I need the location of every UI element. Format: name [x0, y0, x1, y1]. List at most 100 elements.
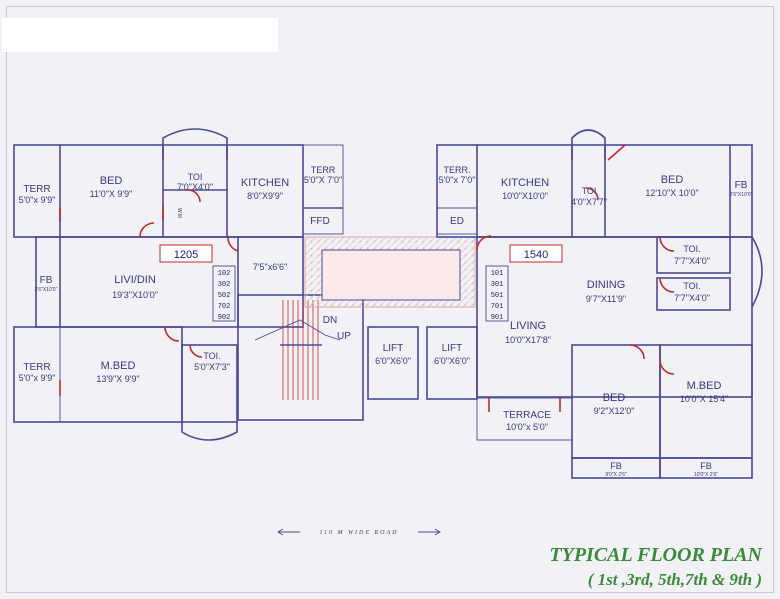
left-terr-kitchen-label: TERR: [311, 165, 336, 175]
right-flat-list-1: 301: [491, 281, 504, 289]
right-toi-mid1-size: 7'7"X4'0": [674, 256, 710, 266]
wm-label: W.M: [176, 208, 182, 218]
right-fb-bottom2-box: [659, 457, 753, 479]
right-fb-side-label: FB: [735, 180, 748, 191]
right-bed-bottom-size: 9'2"X12'0": [594, 406, 635, 416]
right-mbed-label: M.BED: [687, 380, 722, 392]
left-flat-list-1: 302: [218, 281, 231, 289]
left-fb-label: FB: [40, 275, 53, 286]
lift1-label: LIFT: [383, 343, 404, 354]
right-terr-top-size: 5'0"x 7'0": [439, 175, 476, 185]
stair-landing-size: 7'5"x6'6": [253, 262, 287, 272]
right-toi-top-label: TOI: [582, 186, 597, 196]
left-flat-list-3: 702: [218, 303, 231, 311]
right-flat: [436, 129, 763, 479]
right-flat-number-box: [509, 244, 563, 263]
right-fb-bottom2-size: 10'0"X 2'6": [694, 472, 718, 478]
left-toi-bottom-size: 5'0"X7'3": [194, 362, 230, 372]
left-bay-window: [162, 128, 228, 160]
right-dining-size: 9'7"X11'9": [586, 294, 626, 304]
right-bed-top-size: 12'10"X 10'0": [645, 188, 698, 198]
left-flat-list-4: 902: [218, 314, 231, 322]
lift2-label: LIFT: [442, 343, 463, 354]
left-bed-size: 11'0"X 9'9": [90, 189, 133, 199]
right-flat-list-0: 101: [491, 270, 504, 278]
left-livi-label: LIVI/DIN: [114, 274, 156, 286]
right-toi-mid2-label: TOI.: [683, 281, 700, 291]
stair-dn-label: DN: [323, 315, 337, 326]
road-label: 110 M WIDE ROAD: [319, 530, 398, 536]
right-toi-mid2-box: [656, 277, 731, 311]
right-living-label: LIVING: [510, 320, 546, 332]
right-living-block: [476, 236, 753, 398]
staircase: [237, 294, 364, 421]
right-dining-label: DINING: [587, 279, 626, 291]
right-toi-mid1-label: TOI.: [683, 244, 700, 254]
left-terr-kitchen-size: 5'0"X 7'0": [304, 175, 342, 185]
stair-up-label: UP: [337, 331, 351, 342]
left-terr-bottom-size: 5'0"x 9'9": [19, 373, 56, 383]
lift1-size: 6'0"X6'0": [375, 356, 411, 366]
right-flat-number: 1540: [524, 249, 548, 261]
stair-treads: [282, 300, 319, 400]
road-indicator: 110 M WIDE ROAD: [277, 528, 441, 536]
right-terr-top-label: TERR.: [444, 165, 471, 175]
right-toi-mid1-box: [656, 236, 731, 274]
left-flat-list-0: 102: [218, 270, 231, 278]
page-border: [6, 6, 774, 593]
left-toi-top-size: 7'0"X4'0": [177, 182, 213, 192]
right-bed-bottom-label: BED: [603, 392, 626, 404]
stair-arrow-path: [254, 319, 341, 341]
right-kitchen-size: 10'0"X10'0": [502, 191, 548, 201]
ffd-box: [302, 207, 344, 235]
left-flat: [13, 128, 364, 441]
left-bottom-bay: [181, 422, 238, 441]
left-terr-top-label: TERR: [23, 184, 50, 195]
right-living-size: 10'0"X17'8": [505, 335, 551, 345]
left-flat-list-box: [212, 265, 236, 322]
left-livi-size: 19'3"X10'0": [112, 290, 158, 300]
left-terr-top-size: 5'0"x 9'9": [19, 195, 56, 205]
right-fb-bottom2-label: FB: [700, 461, 712, 471]
right-side-bay: [751, 236, 763, 308]
right-flat-list-2: 501: [491, 292, 504, 300]
left-mbed-label: M.BED: [101, 360, 136, 372]
lift-1: [367, 326, 419, 400]
right-fb-side-size: 2'6"X10'0": [730, 192, 753, 198]
left-flat-number-box: [159, 244, 213, 263]
right-flat-list-box: [485, 265, 509, 322]
lift2-size: 6'0"X6'0": [434, 356, 470, 366]
left-mbed-size: 13'9"X 9'9": [96, 374, 139, 384]
right-bed-top-label: BED: [661, 174, 684, 186]
right-toi-top-size: 4'0"X7'7": [571, 197, 607, 207]
lobby-core-block: [321, 249, 461, 301]
left-doors: [59, 189, 239, 396]
right-fb-bottom1-size: 9'0"X 2'6": [605, 472, 627, 478]
right-kitchen-label: KITCHEN: [501, 177, 549, 189]
left-bed-label: BED: [100, 175, 123, 187]
right-bay-window: [571, 129, 606, 160]
plan-floors: ( 1st ,3rd, 5th,7th & 9th ): [588, 570, 762, 589]
left-kitchen-label: KITCHEN: [241, 177, 289, 189]
right-terrace-size: 10'0"x 5'0": [506, 422, 548, 432]
right-terrace-label: TERRACE: [503, 410, 551, 421]
core: [304, 207, 478, 400]
right-flat-list-4: 901: [491, 314, 504, 322]
left-fb-size: 2'6"X10'0": [35, 287, 58, 293]
left-terr-bottom-label: TERR: [23, 362, 50, 373]
left-toi-top-label: TOI: [188, 172, 203, 182]
left-flat-number: 1205: [174, 249, 198, 261]
right-flat-list-3: 701: [491, 303, 504, 311]
right-mbed-size: 10'0"X 15'4": [680, 394, 728, 404]
right-fb-bottom1-label: FB: [610, 461, 622, 471]
left-flat-list-2: 502: [218, 292, 231, 300]
ffd-label: FFD: [310, 216, 329, 227]
ed-label: ED: [450, 216, 464, 227]
right-doors: [476, 144, 675, 412]
masked-logo-area: [2, 18, 278, 52]
right-toi-mid2-size: 7'7"X4'0": [674, 293, 710, 303]
left-toi-bottom-label: TOI.: [203, 351, 220, 361]
plan-title: TYPICAL FLOOR PLAN: [549, 544, 763, 566]
